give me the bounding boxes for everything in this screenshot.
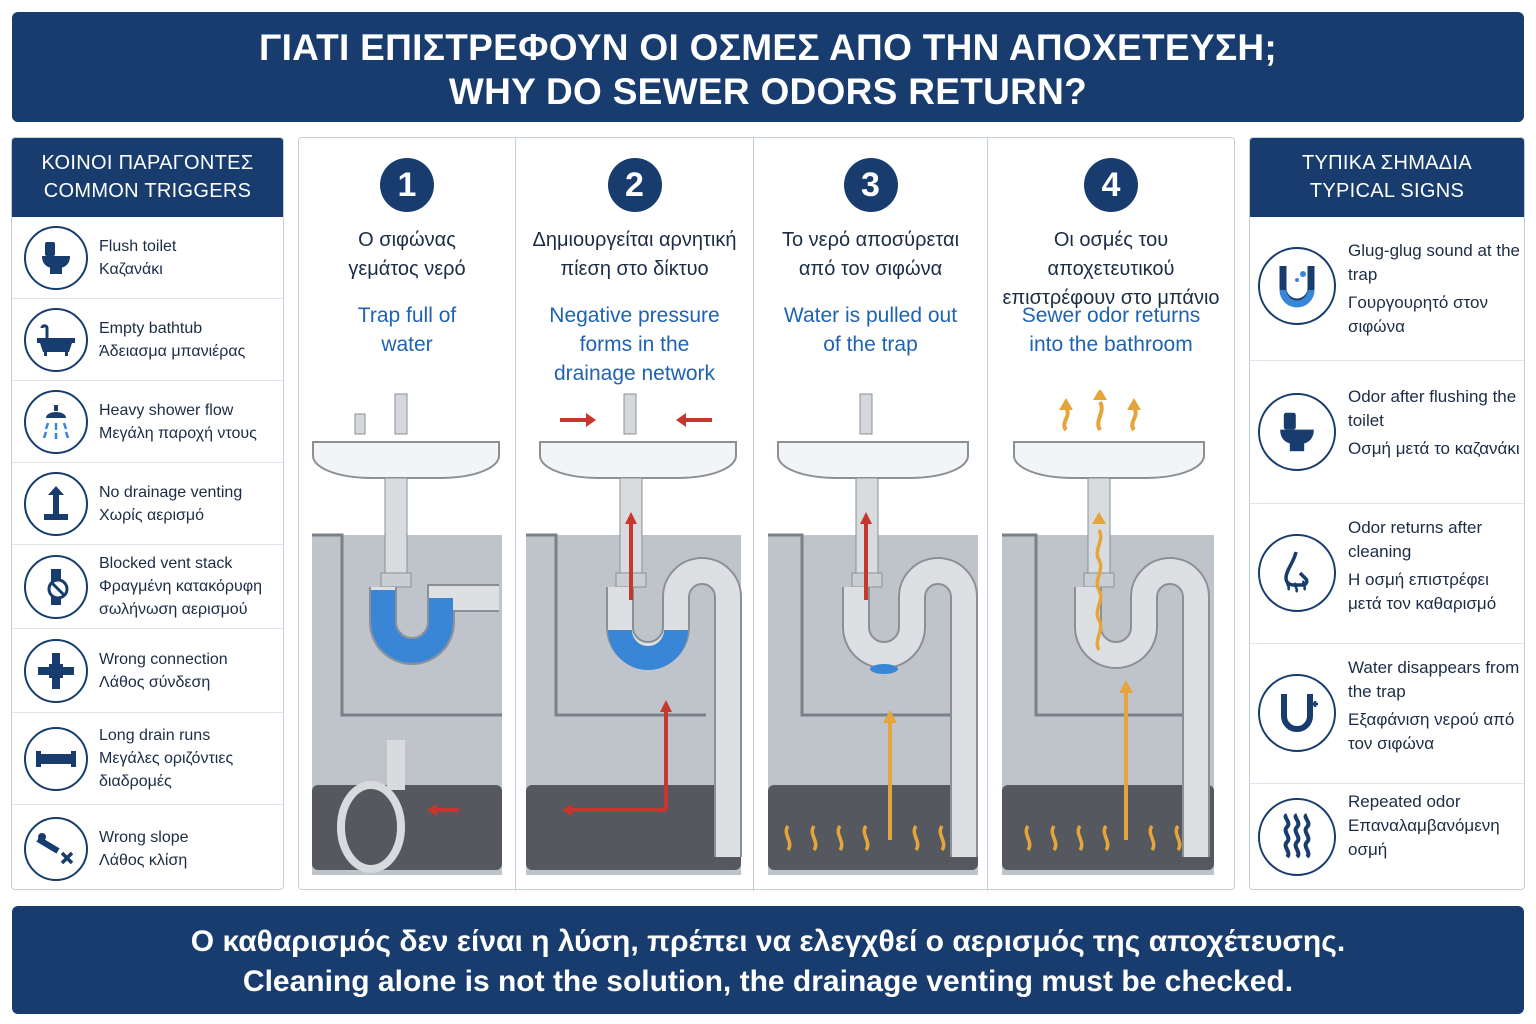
trigger-label-gr: Μεγάλη παροχή ντους	[99, 424, 257, 442]
trigger-label-en: Heavy shower flow	[99, 401, 234, 419]
step-title-greek: Οι οσμές του αποχετευτικού επιστρέφουν σ…	[1002, 229, 1220, 309]
title-banner: ΓΙΑΤΙ ΕΠΙΣΤΡΕΦΟΥΝ ΟΙ ΟΣΜΕΣ ΑΠΟ ΤΗΝ ΑΠΟΧΕ…	[12, 12, 1524, 122]
signs-heading-english: TYPICAL SIGNS	[1309, 180, 1465, 202]
triggers-heading: ΚΟΙΝΟΙ ΠΑΡΑΓΟΝΤΕΣ COMMON TRIGGERS	[12, 138, 283, 217]
trigger-label-en: Wrong connection	[99, 650, 228, 668]
step-4: 4 Οι οσμές του αποχετευτικού επιστρέφουν…	[987, 138, 1234, 891]
triggers-panel: ΚΟΙΝΟΙ ΠΑΡΑΓΟΝΤΕΣ COMMON TRIGGERS Flush …	[11, 137, 284, 890]
step-number: 1	[380, 158, 434, 212]
negative-pressure-illustration	[526, 393, 742, 875]
shower-icon	[24, 389, 88, 454]
trigger-label-gr: Φραγμένη κατακόρυφη σωλήνωση αερισμού	[99, 578, 263, 618]
nose-icon	[1258, 534, 1336, 612]
step-number: 3	[843, 158, 898, 212]
signs-panel: ΤΥΠΙΚΑ ΣΗΜΑΔΙΑ TYPICAL SIGNS Glug-glug s…	[1249, 137, 1525, 890]
trap-sound-icon	[1258, 247, 1336, 325]
conclusion-banner: Ο καθαρισμός δεν είναι η λύση, πρέπει να…	[12, 906, 1524, 1014]
sign-label-en: Odor after flushing the toilet	[1348, 387, 1517, 430]
step-title-english: Trap full of water	[357, 304, 457, 356]
process-steps: 1 Ο σιφώνας γεμάτος νερό Trap full of wa…	[298, 137, 1235, 891]
sign-label-en: Repeated odor	[1348, 792, 1461, 811]
step-number: 2	[607, 158, 662, 212]
trigger-label-gr: Μεγάλες οριζόντιες διαδρομές	[99, 750, 234, 790]
step-number: 4	[1084, 158, 1138, 212]
cross-fitting-icon	[24, 638, 88, 703]
sign-label-gr: Οσμή μετά το καζανάκι	[1348, 439, 1520, 458]
step-2: 2 Δημιουργείται αρνητική πίεση στο δίκτυ…	[515, 138, 753, 891]
signs-heading-greek: ΤΥΠΙΚΑ ΣΗΜΑΔΙΑ	[1302, 152, 1472, 174]
toilet-icon	[1258, 393, 1336, 471]
step-title-english: Sewer odor returns into the bathroom	[1021, 304, 1201, 356]
step-title-greek: Το νερό αποσύρεται από τον σιφώνα	[781, 229, 960, 280]
sign-label-en: Water disappears from the trap	[1348, 658, 1520, 701]
trigger-label-en: Blocked vent stack	[99, 555, 233, 572]
conclusion-greek: Ο καθαρισμός δεν είναι η λύση, πρέπει να…	[190, 925, 1346, 958]
conclusion-english: Cleaning alone is not the solution, the …	[242, 965, 1294, 998]
bathtub-icon	[24, 307, 88, 372]
empty-trap-icon	[1258, 674, 1336, 752]
odor-return-illustration	[1002, 390, 1214, 875]
step-title-greek: Δημιουργείται αρνητική πίεση στο δίκτυο	[532, 229, 737, 280]
toilet-icon	[24, 225, 88, 290]
step-title-greek: Ο σιφώνας γεμάτος νερό	[348, 229, 466, 280]
step-3: 3 Το νερό αποσύρεται από τον σιφώνα Wate…	[753, 138, 987, 891]
trigger-label-gr: Χωρίς αερισμό	[99, 506, 205, 524]
title-english: WHY DO SEWER ODORS RETURN?	[448, 71, 1088, 112]
sign-label-gr: Επαναλαμβανόμενη οσμή	[1348, 816, 1500, 859]
trap-emptying-illustration	[768, 393, 978, 875]
title-greek: ΓΙΑΤΙ ΕΠΙΣΤΡΕΦΟΥΝ ΟΙ ΟΣΜΕΣ ΑΠΟ ΤΗΝ ΑΠΟΧΕ…	[259, 27, 1277, 68]
blocked-vent-icon	[24, 554, 88, 619]
trigger-label-gr: Λάθος σύνδεση	[99, 673, 211, 691]
long-pipe-icon	[24, 726, 88, 791]
triggers-heading-english: COMMON TRIGGERS	[43, 180, 252, 202]
step-title-english: Negative pressure forms in the drainage …	[549, 304, 720, 385]
step-1: 1 Ο σιφώνας γεμάτος νερό Trap full of wa…	[299, 138, 515, 891]
trigger-label-en: Flush toilet	[99, 237, 177, 255]
trigger-label-gr: Λάθος κλίση	[99, 852, 188, 869]
vent-pipe-icon	[24, 471, 88, 536]
odor-waves-icon	[1258, 798, 1336, 876]
trigger-label-gr: Καζανάκι	[99, 260, 163, 278]
trigger-label-en: Long drain runs	[99, 727, 211, 744]
trap-full-illustration	[312, 393, 502, 875]
sign-label-gr: Γουργουρητό στον σιφώνα	[1348, 293, 1488, 336]
trigger-label-gr: Άδειασμα μπανιέρας	[99, 342, 246, 360]
step-title-english: Water is pulled out of the trap	[783, 304, 958, 356]
sign-label-en: Odor returns after cleaning	[1348, 518, 1483, 561]
trigger-label-en: No drainage venting	[99, 483, 243, 501]
trigger-label-en: Empty bathtub	[99, 319, 203, 337]
trigger-label-en: Wrong slope	[99, 829, 189, 846]
sign-label-gr: Η οσμή επιστρέφει μετά τον καθαρισμό	[1348, 570, 1497, 613]
wrong-slope-icon	[24, 817, 88, 881]
signs-heading: ΤΥΠΙΚΑ ΣΗΜΑΔΙΑ TYPICAL SIGNS	[1250, 138, 1524, 217]
sign-label-en: Glug-glug sound at the trap	[1348, 241, 1521, 284]
triggers-heading-greek: ΚΟΙΝΟΙ ΠΑΡΑΓΟΝΤΕΣ	[41, 152, 254, 174]
sign-label-gr: Εξαφάνιση νερού από τον σιφώνα	[1348, 710, 1515, 753]
sign-item: Odor returns after cleaning Η οσμή επιστρ…	[1250, 504, 1524, 644]
